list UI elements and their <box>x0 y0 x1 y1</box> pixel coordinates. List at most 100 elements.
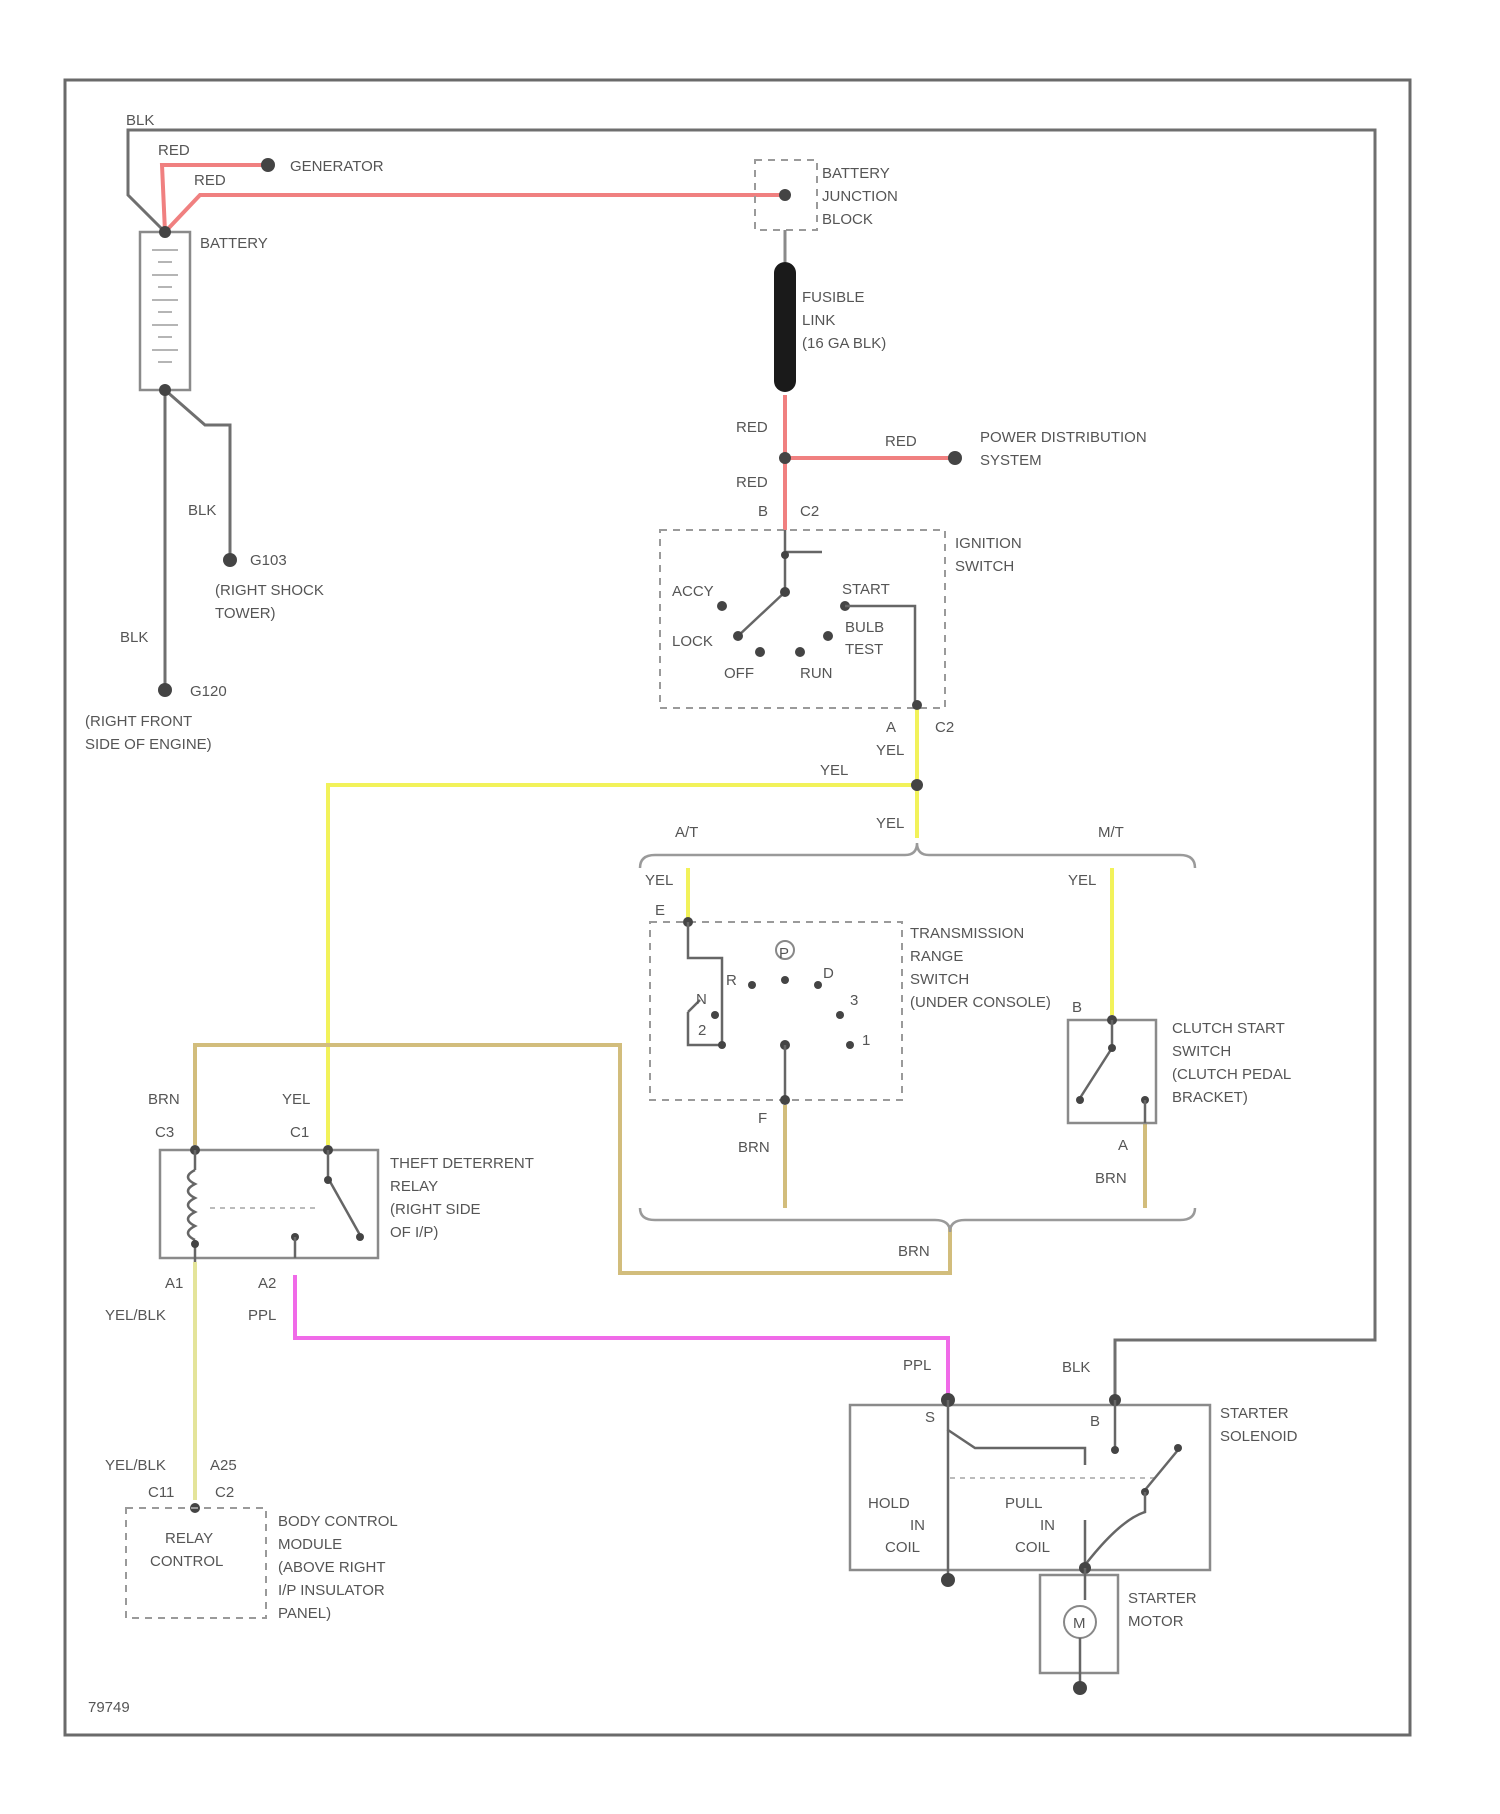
ground-g120-terminal <box>158 683 172 697</box>
wire-label-blk-solenoid: BLK <box>1062 1359 1090 1376</box>
trans-pos-r: R <box>726 972 737 989</box>
junction-block-label-1: BATTERY <box>822 165 890 182</box>
fusible-link-label-3: (16 GA BLK) <box>802 335 886 352</box>
clutch-switch-title-1: CLUTCH START <box>1172 1020 1285 1037</box>
wire-label-yel-relay: YEL <box>282 1091 310 1108</box>
solenoid-pin-b: B <box>1090 1413 1100 1430</box>
clutch-switch-contacts <box>1076 1015 1149 1123</box>
wire-label-brn-return: BRN <box>898 1243 930 1260</box>
solenoid-title-2: SOLENOID <box>1220 1428 1298 1445</box>
junction-block-label-3: BLOCK <box>822 211 873 228</box>
solenoid-title-1: STARTER <box>1220 1405 1289 1422</box>
wire-label-yelblk-bcm: YEL/BLK <box>105 1457 166 1474</box>
ignition-pos-bulb-2: TEST <box>845 641 883 658</box>
bcm-title-3: (ABOVE RIGHT <box>278 1559 386 1576</box>
ignition-pos-lock: LOCK <box>672 633 713 650</box>
trans-pos-p: P <box>779 945 789 962</box>
wire-label-blk-g120: BLK <box>120 629 148 646</box>
trans-pin-e: E <box>655 902 665 919</box>
relay-title-4: OF I/P) <box>390 1224 438 1241</box>
bcm-inner-label-1: RELAY <box>165 1530 213 1547</box>
wire-label-yel-mt: YEL <box>1068 872 1096 889</box>
relay-connector-c1: C1 <box>290 1124 309 1141</box>
relay-pin-a2: A2 <box>258 1275 276 1292</box>
trans-pos-3: 3 <box>850 992 858 1009</box>
wire-label-blk-battery: BLK <box>126 112 154 129</box>
relay-coil-and-contact <box>188 1145 364 1262</box>
ignition-pos-bulb-1: BULB <box>845 619 884 636</box>
wire-label-brn-trans: BRN <box>738 1139 770 1156</box>
starter-motor-title-2: MOTOR <box>1128 1613 1184 1630</box>
trans-pos-2: 2 <box>698 1022 706 1039</box>
bcm-connector-c2: C2 <box>215 1484 234 1501</box>
wire-label-blk-g103: BLK <box>188 502 216 519</box>
ignition-pos-accy: ACCY <box>672 583 714 600</box>
wire-label-yel-to-relay: YEL <box>820 762 848 779</box>
wire-label-brn-relay: BRN <box>148 1091 180 1108</box>
wire-label-red-junction: RED <box>194 172 226 189</box>
relay-title-2: RELAY <box>390 1178 438 1195</box>
ignition-pin-a: A <box>886 719 896 736</box>
solenoid-contacts <box>941 1400 1182 1587</box>
hold-coil-label-3: COIL <box>885 1539 920 1556</box>
wire-label-ppl-relay: PPL <box>248 1307 276 1324</box>
wire-label-red-fusible-out: RED <box>736 419 768 436</box>
relay-connector-c3: C3 <box>155 1124 174 1141</box>
wire-label-brn-clutch: BRN <box>1095 1170 1127 1187</box>
battery <box>140 226 190 396</box>
clutch-pin-b: B <box>1072 999 1082 1016</box>
starter-motor-title-1: STARTER <box>1128 1590 1197 1607</box>
trans-pos-n: N <box>696 991 707 1008</box>
generator-label: GENERATOR <box>290 158 384 175</box>
wire-brn-to-relay <box>195 1045 950 1273</box>
ignition-pos-start: START <box>842 581 890 598</box>
trans-switch-title-2: RANGE <box>910 948 963 965</box>
wire-label-red-ignition-in: RED <box>736 474 768 491</box>
ground-g103-label: G103 <box>250 552 287 569</box>
ignition-pin-b: B <box>758 503 768 520</box>
fusible-link-label-1: FUSIBLE <box>802 289 865 306</box>
ground-g120-location-2: SIDE OF ENGINE) <box>85 736 212 753</box>
wire-blk-ground-g103 <box>165 390 230 558</box>
fusible-link-label-2: LINK <box>802 312 835 329</box>
ground-g120-location-1: (RIGHT FRONT <box>85 713 192 730</box>
trans-switch-title-1: TRANSMISSION <box>910 925 1024 942</box>
ignition-pos-run: RUN <box>800 665 833 682</box>
bcm-inner-label-2: CONTROL <box>150 1553 223 1570</box>
figure-id: 79749 <box>88 1699 130 1716</box>
ignition-switch-title-1: IGNITION <box>955 535 1022 552</box>
starter-motor-symbol: M <box>1064 1568 1096 1695</box>
clutch-pin-a: A <box>1118 1137 1128 1154</box>
ignition-pos-off: OFF <box>724 665 754 682</box>
option-mt-label: M/T <box>1098 824 1124 841</box>
wire-label-yelblk-relay: YEL/BLK <box>105 1307 166 1324</box>
battery-label: BATTERY <box>200 235 268 252</box>
power-distribution-label-2: SYSTEM <box>980 452 1042 469</box>
hold-coil-label-1: HOLD <box>868 1495 910 1512</box>
bcm-connector-c11: C11 <box>148 1484 174 1501</box>
ground-g103-terminal <box>223 553 237 567</box>
wire-label-yel-ignition-out: YEL <box>876 742 904 759</box>
bcm-title-5: PANEL) <box>278 1605 331 1622</box>
solenoid-pin-s: S <box>925 1409 935 1426</box>
generator-terminal <box>261 158 275 172</box>
power-distribution-terminal <box>948 451 962 465</box>
bcm-title-4: I/P INSULATOR <box>278 1582 385 1599</box>
pull-coil-label-2: IN <box>1040 1517 1055 1534</box>
clutch-switch-title-3: (CLUTCH PEDAL <box>1172 1066 1291 1083</box>
wire-label-yel-to-trans: YEL <box>876 815 904 832</box>
hold-coil-label-2: IN <box>910 1517 925 1534</box>
wire-ppl-relay-to-solenoid <box>295 1275 948 1400</box>
pull-coil-label-3: COIL <box>1015 1539 1050 1556</box>
wire-label-yel-at: YEL <box>645 872 673 889</box>
ignition-switch-title-2: SWITCH <box>955 558 1014 575</box>
junction-block-label-2: JUNCTION <box>822 188 898 205</box>
bcm-title-1: BODY CONTROL <box>278 1513 398 1530</box>
ground-g103-location-2: TOWER) <box>215 605 276 622</box>
trans-switch-title-4: (UNDER CONSOLE) <box>910 994 1051 1011</box>
clutch-switch-title-4: BRACKET) <box>1172 1089 1248 1106</box>
relay-title-3: (RIGHT SIDE <box>390 1201 481 1218</box>
diagram-frame <box>65 80 1410 1735</box>
wire-label-red-generator: RED <box>158 142 190 159</box>
